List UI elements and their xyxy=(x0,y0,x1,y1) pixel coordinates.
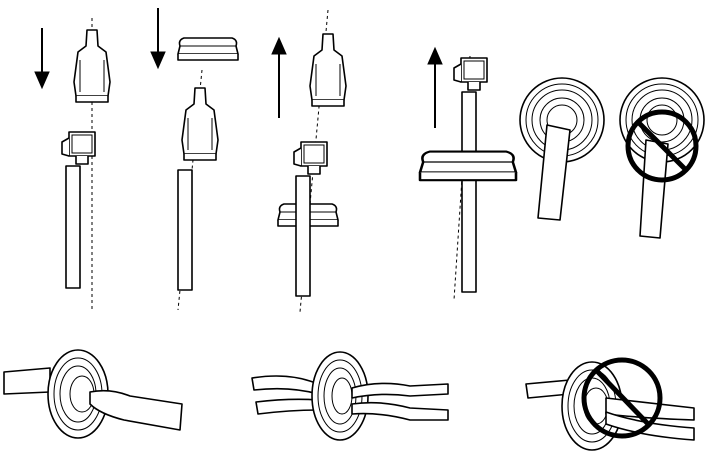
boot-part xyxy=(181,87,219,161)
bottom-middle-group xyxy=(251,351,449,441)
grommet-side xyxy=(418,150,518,182)
cable-front xyxy=(89,389,183,431)
boot-part xyxy=(309,33,347,107)
step-4-group xyxy=(418,47,518,301)
arrow-down-icon xyxy=(34,27,50,89)
step-5-group xyxy=(519,77,605,221)
step-6-group xyxy=(619,77,705,239)
arrow-up-icon xyxy=(427,47,443,129)
connector-plug xyxy=(293,141,328,175)
cable-front-1 xyxy=(351,382,449,399)
cable-front-2 xyxy=(351,401,449,421)
cable xyxy=(295,175,311,297)
cable xyxy=(65,165,81,289)
connector-plug xyxy=(453,57,488,91)
grommet-face xyxy=(311,351,369,441)
cable-back-1 xyxy=(251,375,319,395)
step-2-group xyxy=(150,7,239,311)
bottom-right-group xyxy=(525,357,695,451)
step-3-group xyxy=(271,9,347,313)
cable-back-2 xyxy=(255,398,319,415)
step-1-group xyxy=(34,18,111,310)
grommet-side xyxy=(177,37,239,61)
cable-back xyxy=(3,367,51,395)
cable xyxy=(461,91,477,293)
prohibited-icon xyxy=(625,109,699,183)
bottom-left-group xyxy=(3,349,183,439)
prohibited-icon xyxy=(581,357,663,439)
connector-plug xyxy=(61,131,96,165)
boot-part xyxy=(73,29,111,103)
cable xyxy=(537,124,571,221)
arrow-up-icon xyxy=(271,37,287,119)
cable xyxy=(177,169,193,291)
arrow-down-icon xyxy=(150,7,166,69)
